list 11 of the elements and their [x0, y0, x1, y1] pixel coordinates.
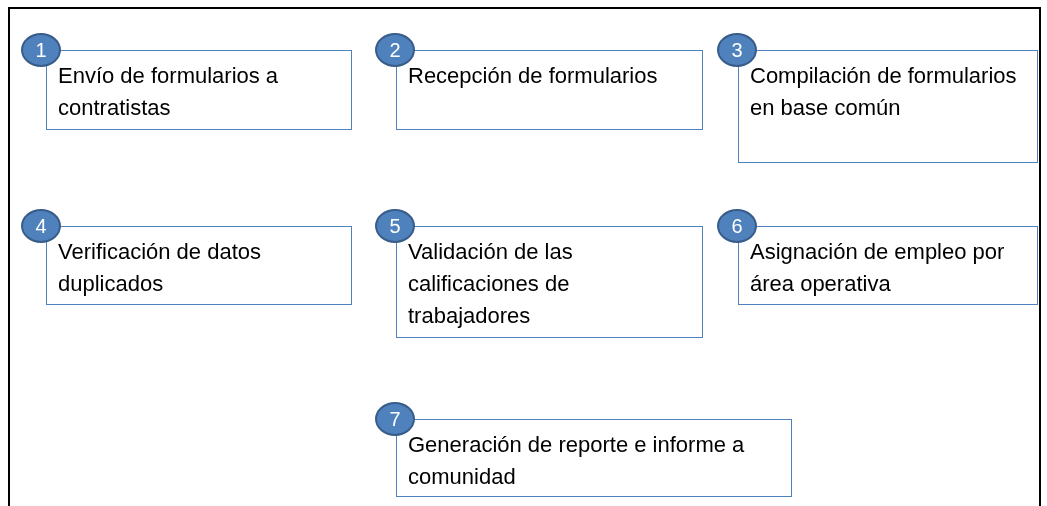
number-badge: 4: [21, 209, 61, 243]
step-box: [46, 50, 352, 130]
number-badge: 5: [375, 209, 415, 243]
number-badge: 2: [375, 33, 415, 67]
number-badge: 6: [717, 209, 757, 243]
number-badge: 3: [717, 33, 757, 67]
step-text: Envío de formularios a contratistas: [58, 62, 280, 122]
number-badge: 1: [21, 33, 61, 67]
step-text: Verificación de datos duplicados: [58, 238, 263, 298]
step-box: [46, 226, 352, 305]
number-badge: 7: [375, 402, 415, 436]
